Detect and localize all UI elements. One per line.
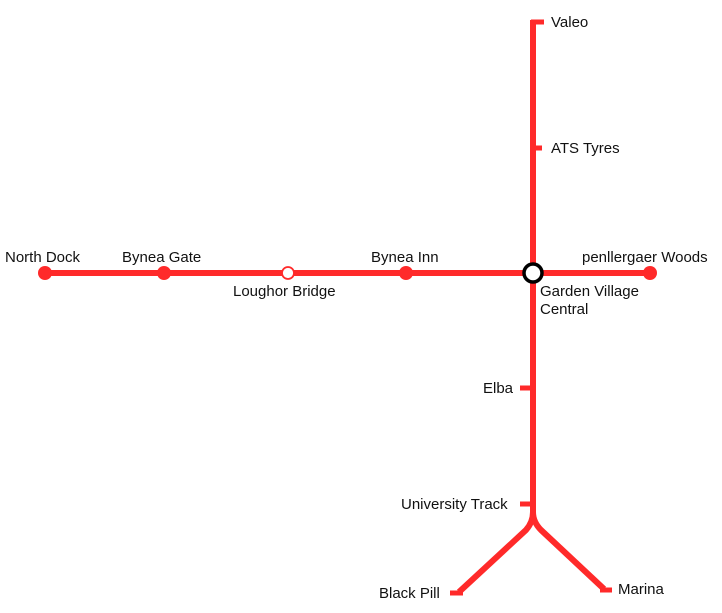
station-dot-bynea-inn xyxy=(399,266,413,280)
marina-branch-line xyxy=(530,511,607,592)
station-dot-penllergaer-woods xyxy=(643,266,657,280)
label-black-pill: Black Pill xyxy=(379,585,440,602)
label-bynea-gate: Bynea Gate xyxy=(122,249,201,266)
label-elba: Elba xyxy=(483,380,514,397)
label-valeo: Valeo xyxy=(551,14,588,31)
label-penllergaer-woods: penllergaer Woods xyxy=(582,249,708,266)
label-garden-village-central-line1: Garden Village xyxy=(540,283,639,300)
label-ats-tyres: ATS Tyres xyxy=(551,140,620,157)
label-loughor-bridge: Loughor Bridge xyxy=(233,283,336,300)
southern-trunk-line xyxy=(456,273,536,595)
interchange-garden-village-central xyxy=(522,262,544,284)
station-dot-bynea-gate xyxy=(157,266,171,280)
label-university-track: University Track xyxy=(401,496,508,513)
label-marina: Marina xyxy=(618,581,665,598)
label-bynea-inn: Bynea Inn xyxy=(371,249,439,266)
label-north-dock: North Dock xyxy=(5,249,81,266)
station-dot-loughor-bridge xyxy=(281,266,295,280)
label-garden-village-central-line2: Central xyxy=(540,301,588,318)
station-dot-north-dock xyxy=(38,266,52,280)
